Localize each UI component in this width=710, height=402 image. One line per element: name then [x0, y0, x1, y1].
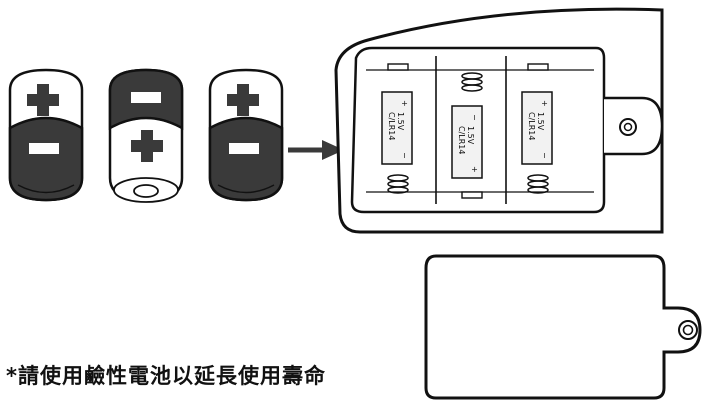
svg-text:+: +: [400, 100, 409, 107]
svg-text:1.5V: 1.5V: [396, 112, 405, 131]
svg-text:C/LR14: C/LR14: [527, 112, 536, 140]
battery-1: [8, 68, 84, 202]
cell-1-polarity-bottom: −: [400, 152, 409, 159]
cell-1-polarity-top: +: [400, 100, 409, 107]
alkaline-battery-note: *請使用鹼性電池以延長使用壽命: [6, 364, 326, 388]
cell-3-type: C/LR14: [527, 112, 536, 140]
plus-icon: [131, 130, 163, 162]
spring-contact-icon: [527, 174, 549, 194]
minus-icon: [131, 92, 161, 103]
cell-3-polarity-bottom: −: [540, 152, 549, 159]
cell-label-1: + 1.5V C/LR14 −: [381, 91, 413, 165]
cell-2-voltage: 1.5V: [466, 126, 475, 145]
plus-icon: [27, 84, 59, 116]
battery-cover: [424, 254, 702, 400]
insert-arrow-icon: [288, 140, 344, 160]
cell-2-polarity-top: −: [470, 114, 479, 121]
battery-3: [208, 68, 284, 202]
cell-3-voltage: 1.5V: [536, 112, 545, 131]
svg-text:+: +: [470, 166, 479, 173]
cell-3-polarity-top: +: [540, 100, 549, 107]
cell-label-2: − 1.5V C/LR14 +: [451, 105, 483, 179]
cell-1-voltage: 1.5V: [396, 112, 405, 131]
svg-text:C/LR14: C/LR14: [387, 112, 396, 140]
svg-text:−: −: [540, 152, 549, 159]
cell-2-type: C/LR14: [457, 126, 466, 154]
svg-text:1.5V: 1.5V: [466, 126, 475, 145]
spring-contact-icon: [461, 72, 483, 92]
cell-2-polarity-bottom: +: [470, 166, 479, 173]
plus-icon: [227, 84, 259, 116]
battery-2: [108, 68, 184, 203]
svg-text:−: −: [470, 114, 479, 121]
cell-label-3: + 1.5V C/LR14 −: [521, 91, 553, 165]
minus-icon: [29, 143, 59, 154]
svg-text:C/LR14: C/LR14: [457, 126, 466, 154]
remote-body: + 1.5V C/LR14 − − 1.5V C/LR14: [334, 7, 664, 234]
minus-icon: [229, 143, 259, 154]
svg-text:−: −: [400, 152, 409, 159]
svg-text:1.5V: 1.5V: [536, 112, 545, 131]
cell-1-type: C/LR14: [387, 112, 396, 140]
svg-text:+: +: [540, 100, 549, 107]
spring-contact-icon: [387, 174, 409, 194]
